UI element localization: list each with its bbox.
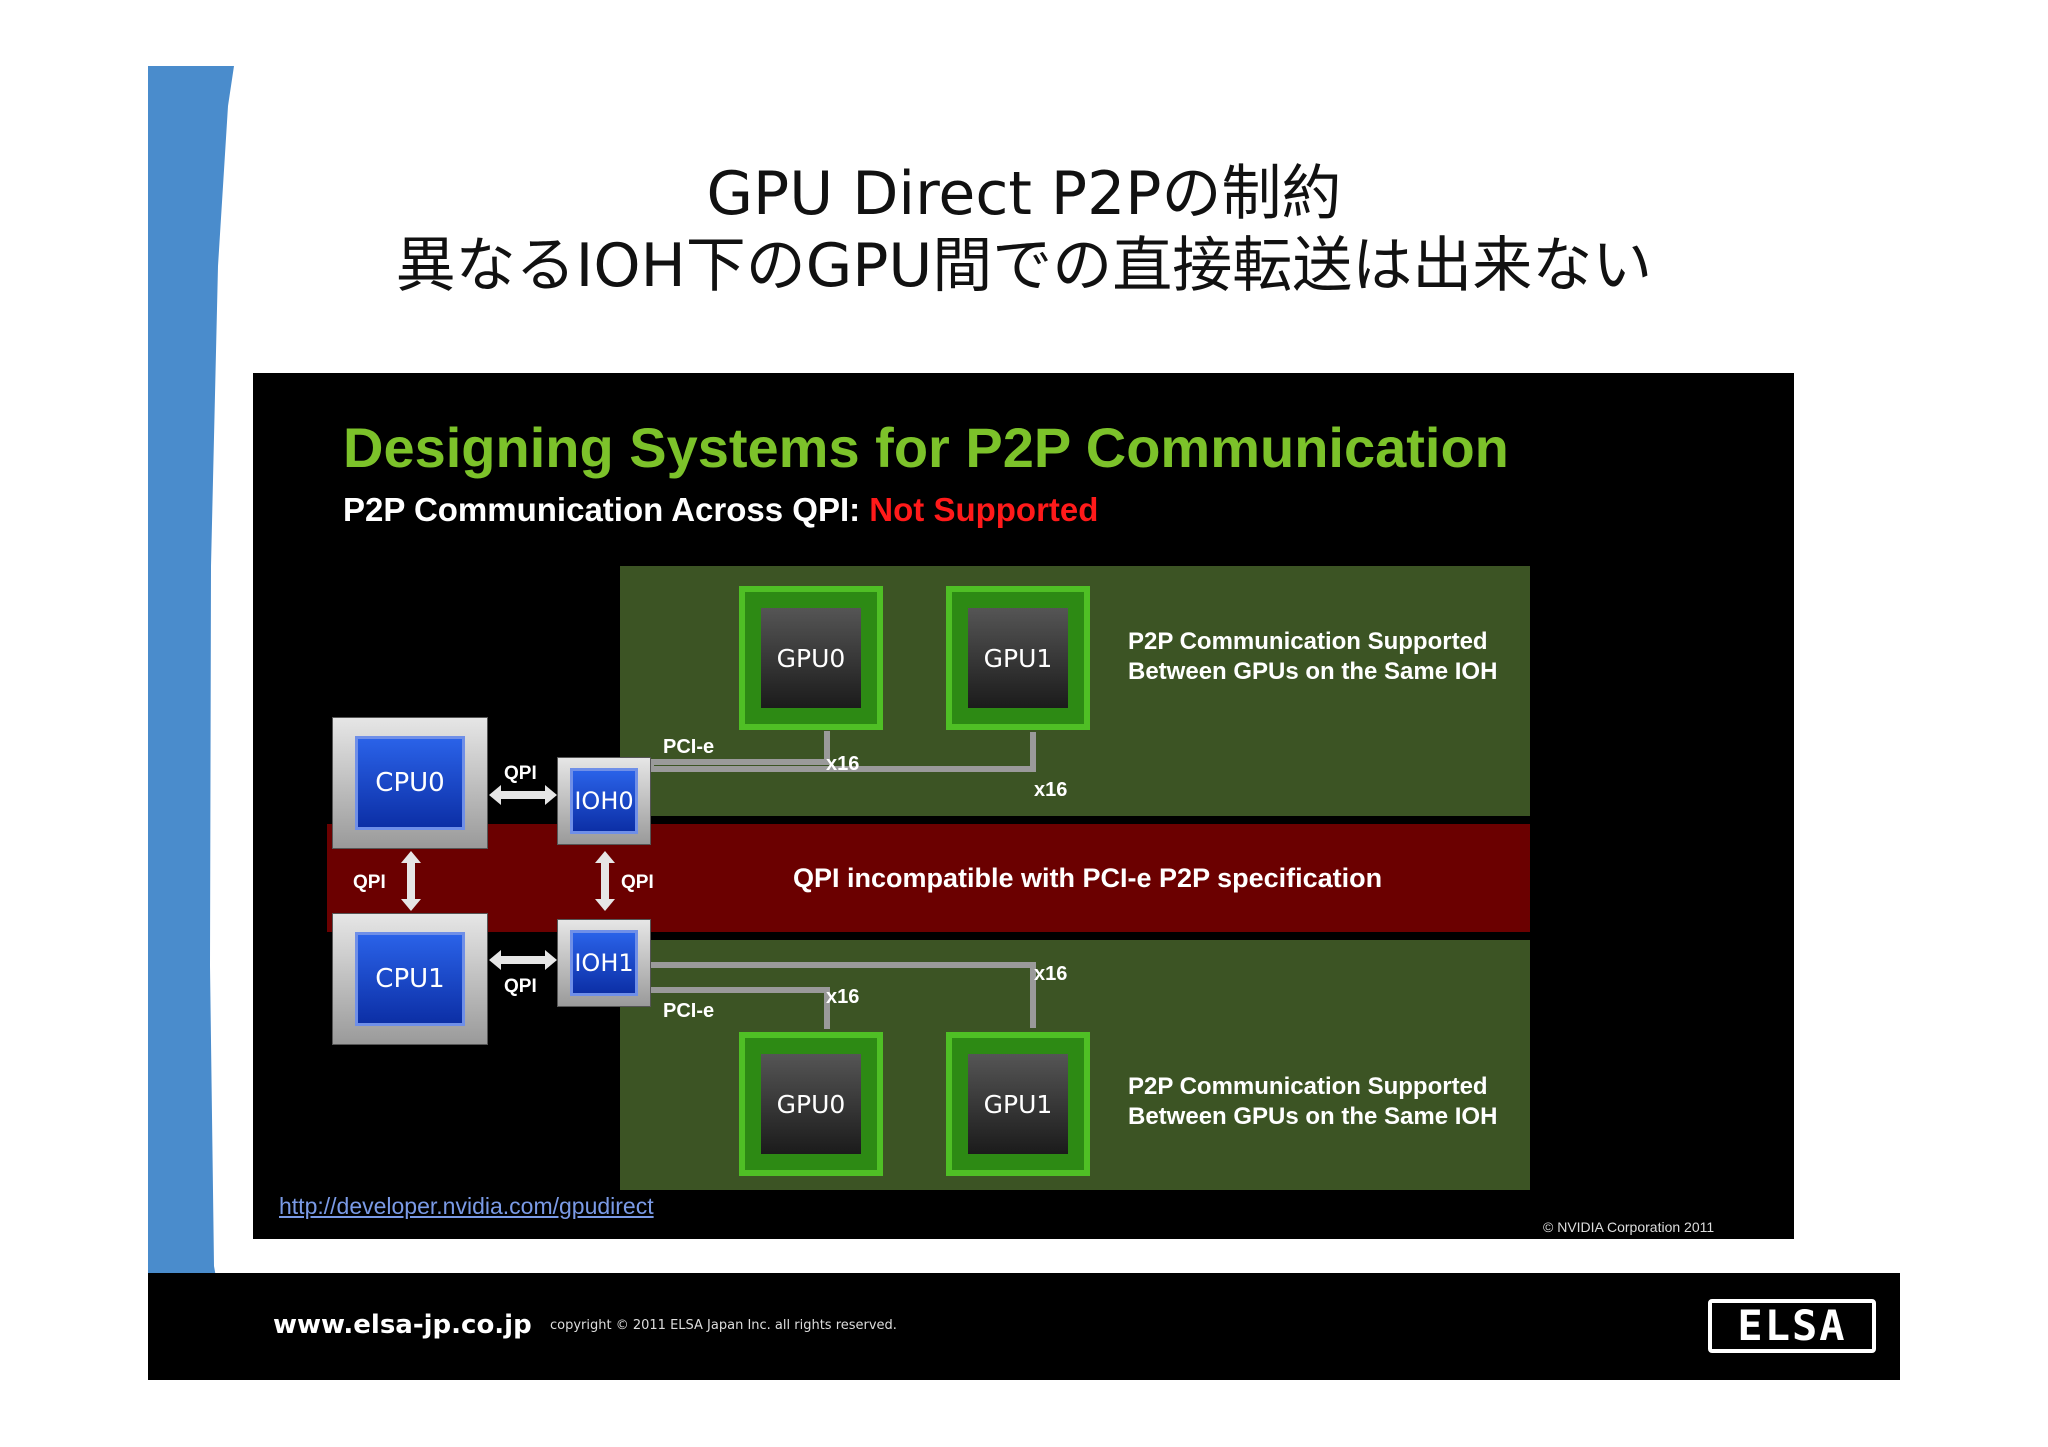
top-note-line1: P2P Communication Supported — [1128, 628, 1488, 655]
qpi-arrow-cpu1-ioh1 — [489, 950, 557, 970]
top-gpu0-chip: GPU0 — [739, 586, 883, 730]
subheading-text: P2P Communication Across QPI: — [343, 491, 870, 528]
qpi-label-top: QPI — [504, 763, 537, 784]
slide-title-line1: GPU Direct P2Pの制約 — [706, 159, 1342, 229]
top-pcie-label: PCI-e — [663, 736, 715, 758]
ioh1-die: IOH1 — [570, 930, 638, 996]
bottom-gpu0-die: GPU0 — [761, 1054, 861, 1154]
top-link1-label: x16 — [1034, 779, 1068, 801]
sidebar-stripe — [148, 66, 234, 1380]
pcie-wire — [650, 764, 654, 768]
slide-title-line2: 異なるIOH下のGPU間での直接転送は出来ない — [395, 231, 1653, 301]
bottom-pcie-label: PCI-e — [663, 1000, 715, 1022]
ioh1-chip: IOH1 — [558, 920, 650, 1006]
cpu0-chip: CPU0 — [333, 718, 487, 848]
pcie-wire — [824, 731, 830, 765]
top-gpu1-chip: GPU1 — [946, 586, 1090, 730]
qpi-band-text: QPI incompatible with PCI-e P2P specific… — [793, 863, 1383, 893]
pcie-wire — [650, 766, 1036, 772]
cpu1-die: CPU1 — [355, 932, 465, 1026]
not-supported-label: Not Supported — [869, 491, 1099, 528]
nvidia-credit: © NVIDIA Corporation 2011 — [1543, 1219, 1715, 1235]
bottom-gpu0-chip: GPU0 — [739, 1032, 883, 1176]
qpi-label-bottom: QPI — [504, 976, 537, 997]
cpu1-chip: CPU1 — [333, 914, 487, 1044]
elsa-logo: ELSA — [1708, 1299, 1876, 1353]
footer-bar: www.elsa-jp.co.jp copyright © 2011 ELSA … — [148, 1273, 1900, 1380]
pcie-wire — [1030, 732, 1036, 772]
pcie-wire — [650, 987, 830, 993]
panel-subheading: P2P Communication Across QPI: Not Suppor… — [343, 491, 1098, 529]
footer-copyright: copyright © 2011 ELSA Japan Inc. all rig… — [550, 1318, 897, 1333]
cpu0-die: CPU0 — [355, 736, 465, 830]
top-note-line2: Between GPUs on the Same IOH — [1128, 658, 1498, 685]
bottom-gpu1-chip: GPU1 — [946, 1032, 1090, 1176]
pcie-wire — [1030, 962, 1036, 1028]
diagram-panel: Designing Systems for P2P Communication … — [253, 373, 1794, 1239]
bottom-note-line2: Between GPUs on the Same IOH — [1128, 1103, 1498, 1130]
pcie-wire — [650, 962, 1036, 968]
qpi-label-middle: QPI — [621, 872, 654, 893]
top-link0-label: x16 — [826, 753, 860, 775]
gpudirect-link[interactable]: http://developer.nvidia.com/gpudirect — [279, 1193, 654, 1219]
qpi-label-left: QPI — [353, 872, 386, 893]
ioh0-die: IOH0 — [570, 768, 638, 834]
panel-heading: Designing Systems for P2P Communication — [343, 416, 1509, 479]
footer-website: www.elsa-jp.co.jp — [273, 1310, 532, 1340]
qpi-band — [327, 824, 1530, 932]
ioh0-chip: IOH0 — [558, 758, 650, 844]
qpi-arrow-ioh0-ioh1 — [595, 851, 615, 911]
top-gpu1-die: GPU1 — [968, 608, 1068, 708]
pcie-wire — [824, 987, 830, 1029]
bottom-link1-label: x16 — [1034, 963, 1068, 985]
bottom-link0-label: x16 — [826, 986, 860, 1008]
bottom-gpu1-die: GPU1 — [968, 1054, 1068, 1154]
top-gpu0-die: GPU0 — [761, 608, 861, 708]
qpi-arrow-cpu0-cpu1 — [401, 851, 421, 911]
bottom-note-line1: P2P Communication Supported — [1128, 1073, 1488, 1100]
qpi-arrow-cpu0-ioh0 — [489, 785, 557, 805]
pcie-wire — [650, 759, 830, 765]
slide-title: GPU Direct P2Pの制約 異なるIOH下のGPU間での直接転送は出来な… — [0, 158, 2048, 302]
